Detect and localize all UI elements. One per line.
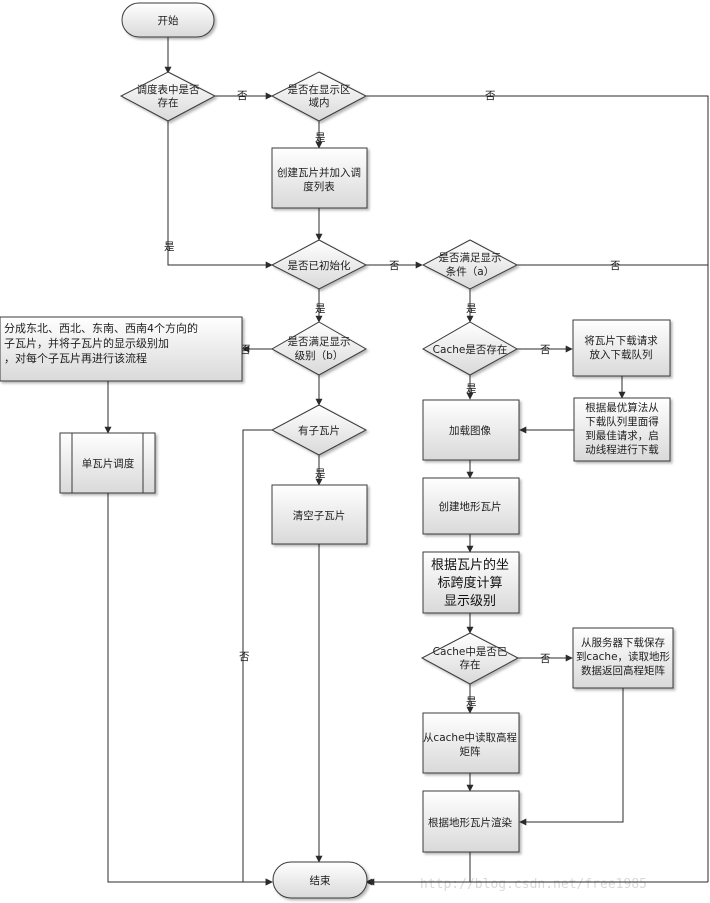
edge-label-yes: 是 (466, 383, 477, 395)
cache-height-label: Cache中是否已 (433, 645, 508, 658)
initialized-label: 是否已初始化 (288, 259, 351, 272)
in-display-diamond (270, 71, 368, 122)
meets-level-diamond (270, 321, 368, 376)
connectors (104, 37, 709, 886)
split-label: 分成东北、西北、东南、西南4个方向的 (4, 321, 198, 335)
calc-level-label: 标跨度计算 (437, 575, 502, 591)
single-dispatch-label: 单瓦片调度 (82, 457, 135, 470)
edge-indisplay-no (366, 95, 709, 882)
edge-label-no: 否 (240, 344, 251, 356)
best-request-label: 下载队列里面得 (585, 415, 659, 428)
meets-condition-diamond (421, 239, 519, 290)
best-request-label: 根据最优算法从 (585, 401, 659, 414)
edge-label-no: 否 (485, 90, 496, 102)
cache-height-label: 存在 (460, 658, 481, 671)
split-label: 子瓦片，并将子瓦片的显示级别加 (4, 336, 169, 350)
shapes (0, 2, 674, 899)
download-queue-label: 放入下载队列 (590, 348, 653, 361)
best-request-box (573, 397, 671, 462)
watermark-text: http://blog.csdn.net/free1985 (420, 877, 647, 892)
edge-label-no: 否 (239, 651, 250, 663)
in-display-label: 是否在显示区 (288, 84, 351, 96)
edge-labels: 否 否 是 是 否 否 是 是 否 否 是 是 否 否 是 (164, 90, 621, 708)
edge-label-no: 否 (610, 260, 621, 272)
edge-label-no: 否 (237, 90, 248, 102)
split-label: ，对每个子瓦片再进行该流程 (4, 351, 147, 365)
create-tile-label: 度列表 (303, 180, 335, 193)
best-request-label: 到最佳请求，启 (585, 429, 659, 442)
render-box (422, 790, 520, 853)
create-terrain-box (422, 477, 520, 535)
edge-children-end (242, 429, 273, 886)
edge-single-end (107, 493, 273, 886)
dispatch-exists-diamond (119, 71, 217, 122)
initialized-diamond (270, 239, 368, 290)
create-tile-label: 创建瓦片并加入调 (277, 166, 361, 179)
meets-level-label: 是否满足显示 (288, 336, 351, 348)
edge-label-yes: 是 (315, 468, 326, 480)
load-image-box (422, 399, 520, 461)
meets-condition-label: 是否满足显示 (439, 252, 502, 264)
has-children-diamond (270, 404, 368, 456)
split-box (0, 316, 243, 382)
edge-label-yes: 是 (315, 132, 326, 144)
server-download-label: 从服务器下载保存 (581, 636, 665, 649)
edge-label-no: 否 (389, 260, 400, 272)
server-download-label: 数据返回高程矩阵 (581, 664, 665, 677)
end-terminator (272, 861, 368, 899)
edge-label-yes: 是 (466, 303, 477, 315)
edge-label-no: 否 (540, 653, 551, 665)
load-image-label: 加载图像 (449, 425, 491, 437)
end-label: 结束 (310, 874, 331, 887)
dispatch-exists-label: 调度表中是否 (137, 83, 200, 96)
has-children-label: 有子瓦片 (298, 424, 340, 437)
clear-children-box (271, 484, 368, 545)
edge-label-yes: 是 (466, 696, 477, 708)
start-label: 开始 (158, 14, 179, 27)
calc-level-label: 根据瓦片的坐 (431, 557, 509, 573)
edge-server-render (519, 688, 624, 826)
cache-exists-diamond (421, 321, 519, 376)
edge-dispatch-initialized (167, 121, 273, 269)
server-download-label: 到cache，读取地形 (576, 650, 671, 663)
edge-label-no: 否 (540, 344, 551, 356)
edge-label-yes: 是 (164, 241, 175, 253)
in-display-label: 域内 (309, 96, 330, 109)
create-terrain-label: 创建地形瓦片 (439, 500, 502, 513)
read-cache-label: 矩阵 (460, 745, 481, 758)
download-queue-box (572, 319, 671, 377)
cache-exists-label: Cache是否存在 (433, 343, 508, 356)
meets-condition-label: 条件（a） (446, 265, 494, 278)
create-tile-box (271, 147, 368, 209)
read-cache-box (422, 712, 520, 774)
render-label: 根据地形瓦片渲染 (428, 816, 512, 829)
single-dispatch-box (59, 432, 156, 494)
read-cache-label: 从cache中读取高程 (423, 731, 518, 744)
dispatch-exists-label: 存在 (158, 96, 179, 109)
download-queue-label: 将瓦片下载请求 (584, 334, 658, 347)
cache-height-diamond (420, 632, 520, 685)
start-terminator (121, 2, 215, 38)
calc-level-label: 显示级别 (444, 594, 496, 609)
edge-label-yes: 是 (315, 303, 326, 315)
shape-labels: 开始 调度表中是否 存在 是否在显示区 域内 创建瓦片并加入调 度列表 是否已初… (4, 14, 671, 887)
meets-level-label: 级别（b） (295, 350, 344, 362)
clear-children-label: 清空子瓦片 (293, 509, 346, 522)
best-request-label: 动线程进行下载 (585, 443, 659, 456)
server-download-box (572, 627, 674, 689)
calc-level-box (422, 551, 520, 614)
